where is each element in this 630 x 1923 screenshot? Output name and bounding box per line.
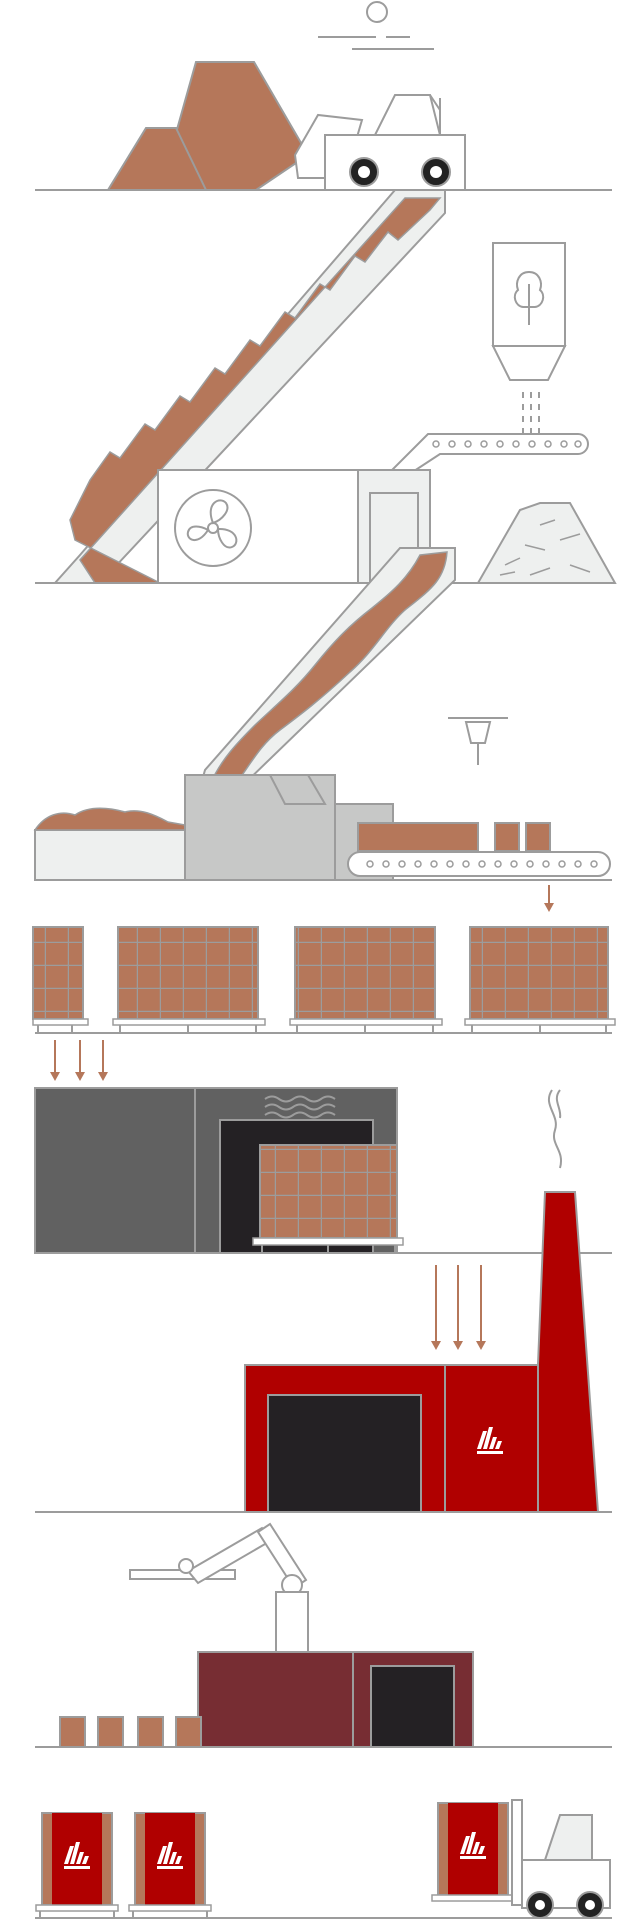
robot-arm — [129, 1522, 309, 1653]
steam-icon — [264, 1095, 336, 1119]
arrow-down-icon — [50, 1040, 108, 1081]
brick-conveyor — [347, 822, 611, 877]
chimney — [530, 1191, 600, 1513]
smoke-icon — [547, 1089, 563, 1169]
loader-truck — [293, 94, 466, 191]
clay-pile — [106, 61, 310, 191]
stage-palletizing — [32, 926, 616, 1081]
cutter-nozzle — [448, 717, 508, 765]
brick-pallet — [289, 926, 443, 1032]
wrapped-pallet — [35, 1812, 119, 1918]
brick-pallet — [32, 926, 89, 1032]
stage-extrusion — [33, 547, 612, 881]
packaged-brick — [59, 1716, 202, 1748]
brick-pallet — [464, 926, 616, 1032]
stage-mixing — [35, 469, 612, 584]
sun-icon — [318, 1, 434, 50]
clay-hopper — [33, 807, 186, 881]
sawdust-pile — [476, 502, 617, 584]
stage-robot-packaging — [35, 1522, 612, 1748]
wrapped-pallet — [128, 1812, 212, 1918]
tree-icon — [513, 270, 545, 325]
forklift — [431, 1799, 611, 1919]
silo — [491, 242, 567, 435]
stage-brick-cutting — [544, 885, 554, 912]
stage-drying — [34, 1087, 612, 1254]
fan-icon — [174, 489, 252, 567]
brick-pallet — [112, 926, 266, 1032]
stage-clay-extraction — [35, 1, 612, 191]
stage-shipping — [35, 1799, 612, 1919]
brick-pallet — [252, 1144, 404, 1252]
stage-sawdust-additive — [390, 242, 617, 584]
arrow-down-icon — [431, 1265, 486, 1350]
sawdust-conveyor — [390, 433, 589, 477]
stage-kiln-firing — [35, 1089, 612, 1513]
arrow-down-icon — [544, 885, 554, 912]
extruder-machine — [184, 774, 394, 881]
